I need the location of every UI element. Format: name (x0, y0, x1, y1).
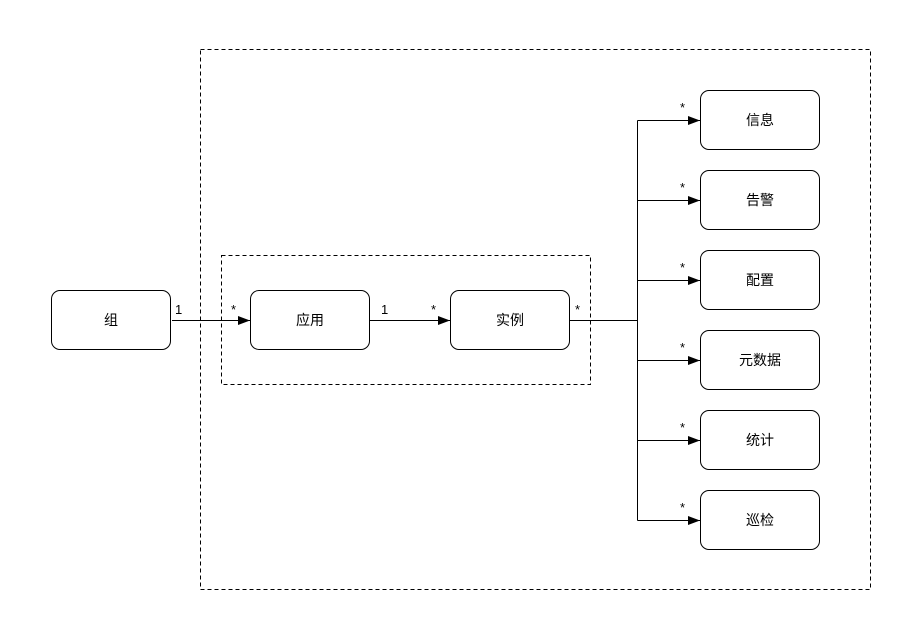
mult-group-source: 1 (175, 302, 183, 317)
mult-instance-source: * (575, 302, 581, 317)
mult-app-source: 1 (381, 302, 389, 317)
node-alert-label: 告警 (746, 192, 774, 208)
node-instance: 实例 (450, 290, 570, 350)
node-config-label: 配置 (746, 272, 774, 288)
node-metadata: 元数据 (700, 330, 820, 390)
mult-info-target: * (680, 100, 686, 115)
outer-boundary (200, 49, 871, 590)
node-config: 配置 (700, 250, 820, 310)
mult-config-target: * (680, 260, 686, 275)
node-group-label: 组 (104, 312, 118, 328)
node-group: 组 (51, 290, 171, 350)
node-app-label: 应用 (296, 312, 324, 328)
node-info-label: 信息 (746, 112, 774, 128)
node-stats-label: 统计 (746, 432, 774, 448)
node-info: 信息 (700, 90, 820, 150)
mult-instance-target: * (431, 302, 437, 317)
node-inspection: 巡检 (700, 490, 820, 550)
node-metadata-label: 元数据 (739, 352, 781, 368)
node-inspection-label: 巡检 (746, 512, 774, 528)
node-alert: 告警 (700, 170, 820, 230)
mult-alert-target: * (680, 180, 686, 195)
mult-stats-target: * (680, 420, 686, 435)
mult-metadata-target: * (680, 340, 686, 355)
mult-inspection-target: * (680, 500, 686, 515)
mult-app-target: * (231, 302, 237, 317)
node-instance-label: 实例 (496, 312, 524, 328)
node-stats: 统计 (700, 410, 820, 470)
node-app: 应用 (250, 290, 370, 350)
